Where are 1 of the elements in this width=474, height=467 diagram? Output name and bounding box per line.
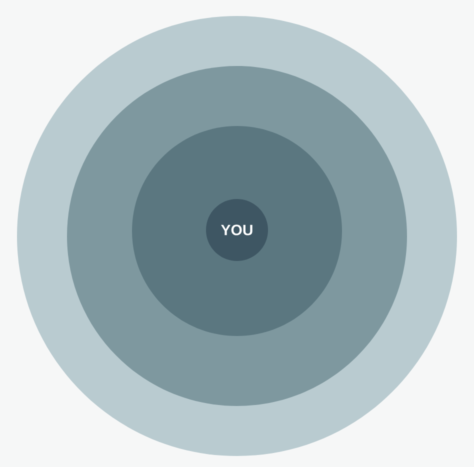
ring xyxy=(132,126,342,336)
